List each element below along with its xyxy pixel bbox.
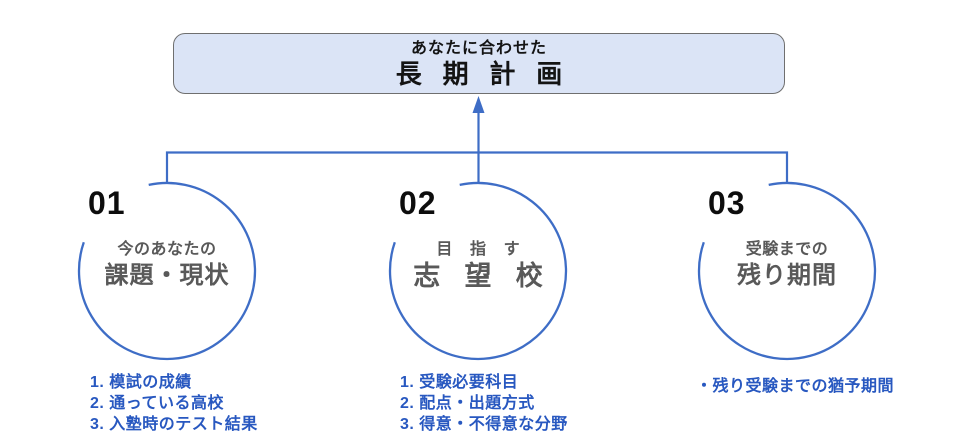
step-label-main-03: 残り期間 bbox=[737, 262, 837, 289]
circle-outline-2 bbox=[388, 181, 568, 361]
step-number-02: 02 bbox=[399, 185, 437, 221]
up-arrow-icon bbox=[472, 96, 485, 113]
step-number-03: 03 bbox=[708, 185, 746, 221]
note-line: ・残り受験までの猶予期間 bbox=[696, 378, 895, 395]
step-notes-03: ・残り受験までの猶予期間 bbox=[696, 376, 894, 397]
note-line: 3. 入塾時のテスト結果 bbox=[90, 416, 258, 433]
circle-outline-1 bbox=[77, 181, 257, 361]
step-label-main-02: 志望校 bbox=[413, 261, 568, 291]
step-label-02: 目指す 志望校 bbox=[358, 240, 598, 290]
plan-box: あなたに合わせた 長期計画 bbox=[173, 33, 785, 94]
plan-title: 長期計画 bbox=[395, 58, 583, 89]
step-label-03: 受験までの 残り期間 bbox=[667, 240, 907, 290]
step-number-01: 01 bbox=[88, 185, 126, 221]
plan-subtitle: あなたに合わせた bbox=[410, 39, 547, 57]
step-label-top-02: 目指す bbox=[436, 241, 538, 258]
step-label-top-03: 受験までの bbox=[745, 241, 829, 258]
step-notes-01: 1. 模試の成績 2. 通っている高校 3. 入塾時のテスト結果 bbox=[90, 372, 258, 435]
step-notes-02: 1. 受験必要科目 2. 配点・出題方式 3. 得意・不得意な分野 bbox=[400, 372, 568, 435]
bracket-line bbox=[165, 151, 789, 184]
step-label-01: 今のあなたの 課題・現状 bbox=[47, 240, 287, 290]
note-line: 3. 得意・不得意な分野 bbox=[400, 416, 568, 433]
note-line: 2. 通っている高校 bbox=[90, 395, 224, 412]
step-label-top-01: 今のあなたの bbox=[117, 241, 217, 258]
note-line: 2. 配点・出題方式 bbox=[400, 395, 535, 412]
step-label-main-01: 課題・現状 bbox=[104, 262, 230, 289]
note-line: 1. 受験必要科目 bbox=[400, 374, 519, 391]
note-line: 1. 模試の成績 bbox=[90, 374, 192, 391]
circle-outline-3 bbox=[697, 181, 877, 361]
